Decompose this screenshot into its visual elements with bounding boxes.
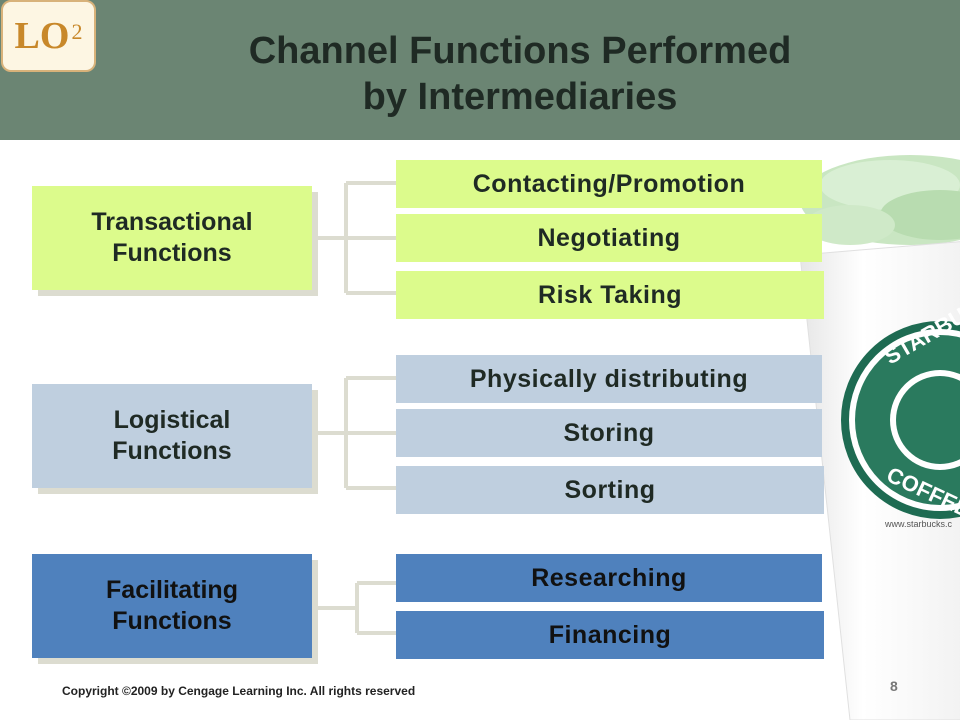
copyright-text: Copyright ©2009 by Cengage Learning Inc.… bbox=[62, 684, 416, 698]
cup-url-text: www.starbucks.c bbox=[884, 519, 953, 529]
slide-title-line-2: by Intermediaries bbox=[362, 76, 678, 118]
contacting-promotion-box: Contacting/Promotion bbox=[396, 160, 822, 208]
transactional-label-line-2: Functions bbox=[112, 239, 232, 267]
negotiating-box: Negotiating bbox=[396, 214, 822, 262]
transactional-functions-box: Transactional Functions bbox=[32, 186, 312, 290]
financing-box: Financing bbox=[396, 611, 824, 659]
logistical-functions-box: Logistical Functions bbox=[32, 384, 312, 488]
coffee-cup-image: STARBUCKS COFFEE www.starbucks.c bbox=[799, 155, 960, 720]
storing-box: Storing bbox=[396, 409, 822, 457]
facilitating-label-line-1: Facilitating bbox=[106, 576, 238, 604]
facilitating-functions-box: Facilitating Functions bbox=[32, 554, 312, 658]
connector-lines bbox=[312, 181, 396, 635]
logistical-label-line-1: Logistical bbox=[113, 406, 231, 434]
lo-badge-number: 2 bbox=[71, 19, 83, 44]
logistical-label-line-2: Functions bbox=[112, 437, 232, 465]
facilitating-label-line-2: Functions bbox=[112, 607, 232, 635]
researching-box: Researching bbox=[396, 554, 822, 602]
risk-taking-box: Risk Taking bbox=[396, 271, 824, 319]
page-number: 8 bbox=[890, 678, 898, 694]
sorting-box: Sorting bbox=[396, 466, 824, 514]
lo-badge-text: LO bbox=[14, 15, 70, 57]
slide-title: Channel Functions Performed by Intermedi… bbox=[150, 28, 890, 120]
slide-title-line-1: Channel Functions Performed bbox=[248, 30, 792, 72]
header-bar bbox=[0, 0, 960, 140]
transactional-label-line-1: Transactional bbox=[91, 208, 253, 236]
physically-distributing-box: Physically distributing bbox=[396, 355, 822, 403]
